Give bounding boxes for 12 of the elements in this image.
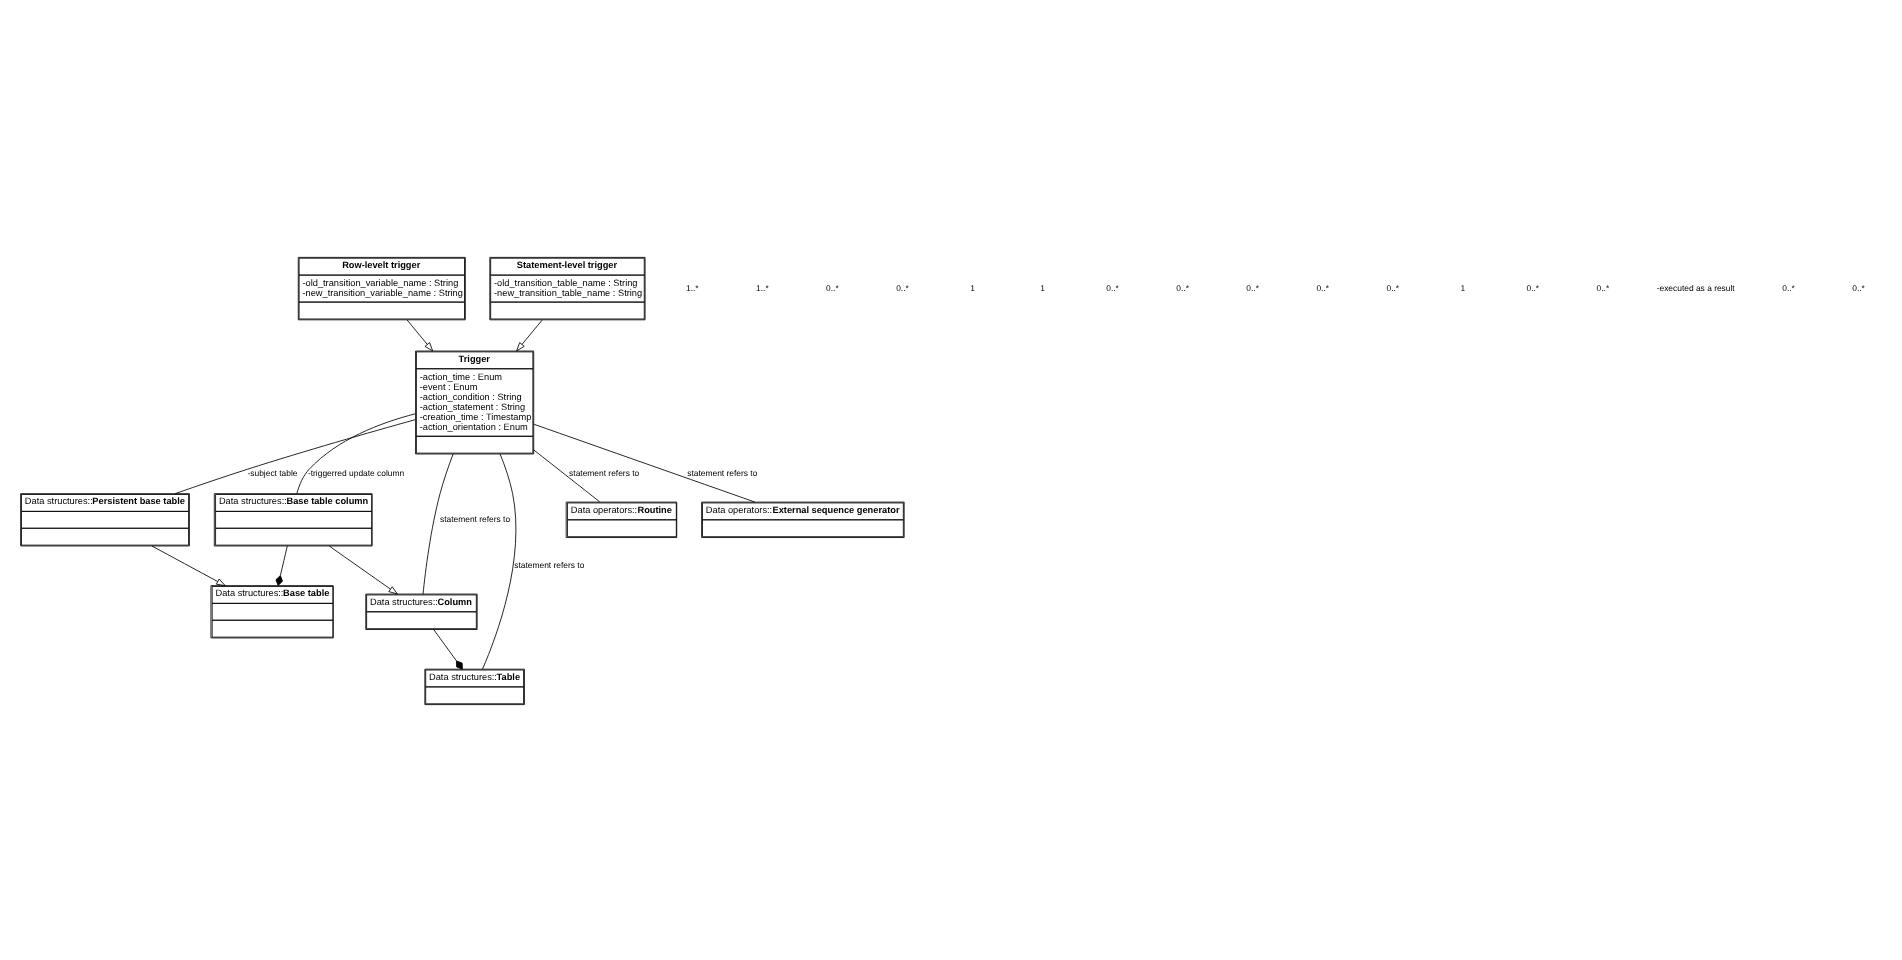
- arrow: [151, 544, 226, 585]
- arrow: [406, 318, 434, 351]
- connector: [482, 452, 517, 669]
- connector: [174, 418, 416, 494]
- arrow: [328, 544, 398, 594]
- connector: [275, 544, 288, 585]
- connector: [296, 412, 416, 493]
- connector: [533, 422, 756, 502]
- arrow: [516, 318, 543, 351]
- connector: [422, 452, 454, 594]
- connector: [433, 628, 463, 669]
- connector: [533, 448, 601, 502]
